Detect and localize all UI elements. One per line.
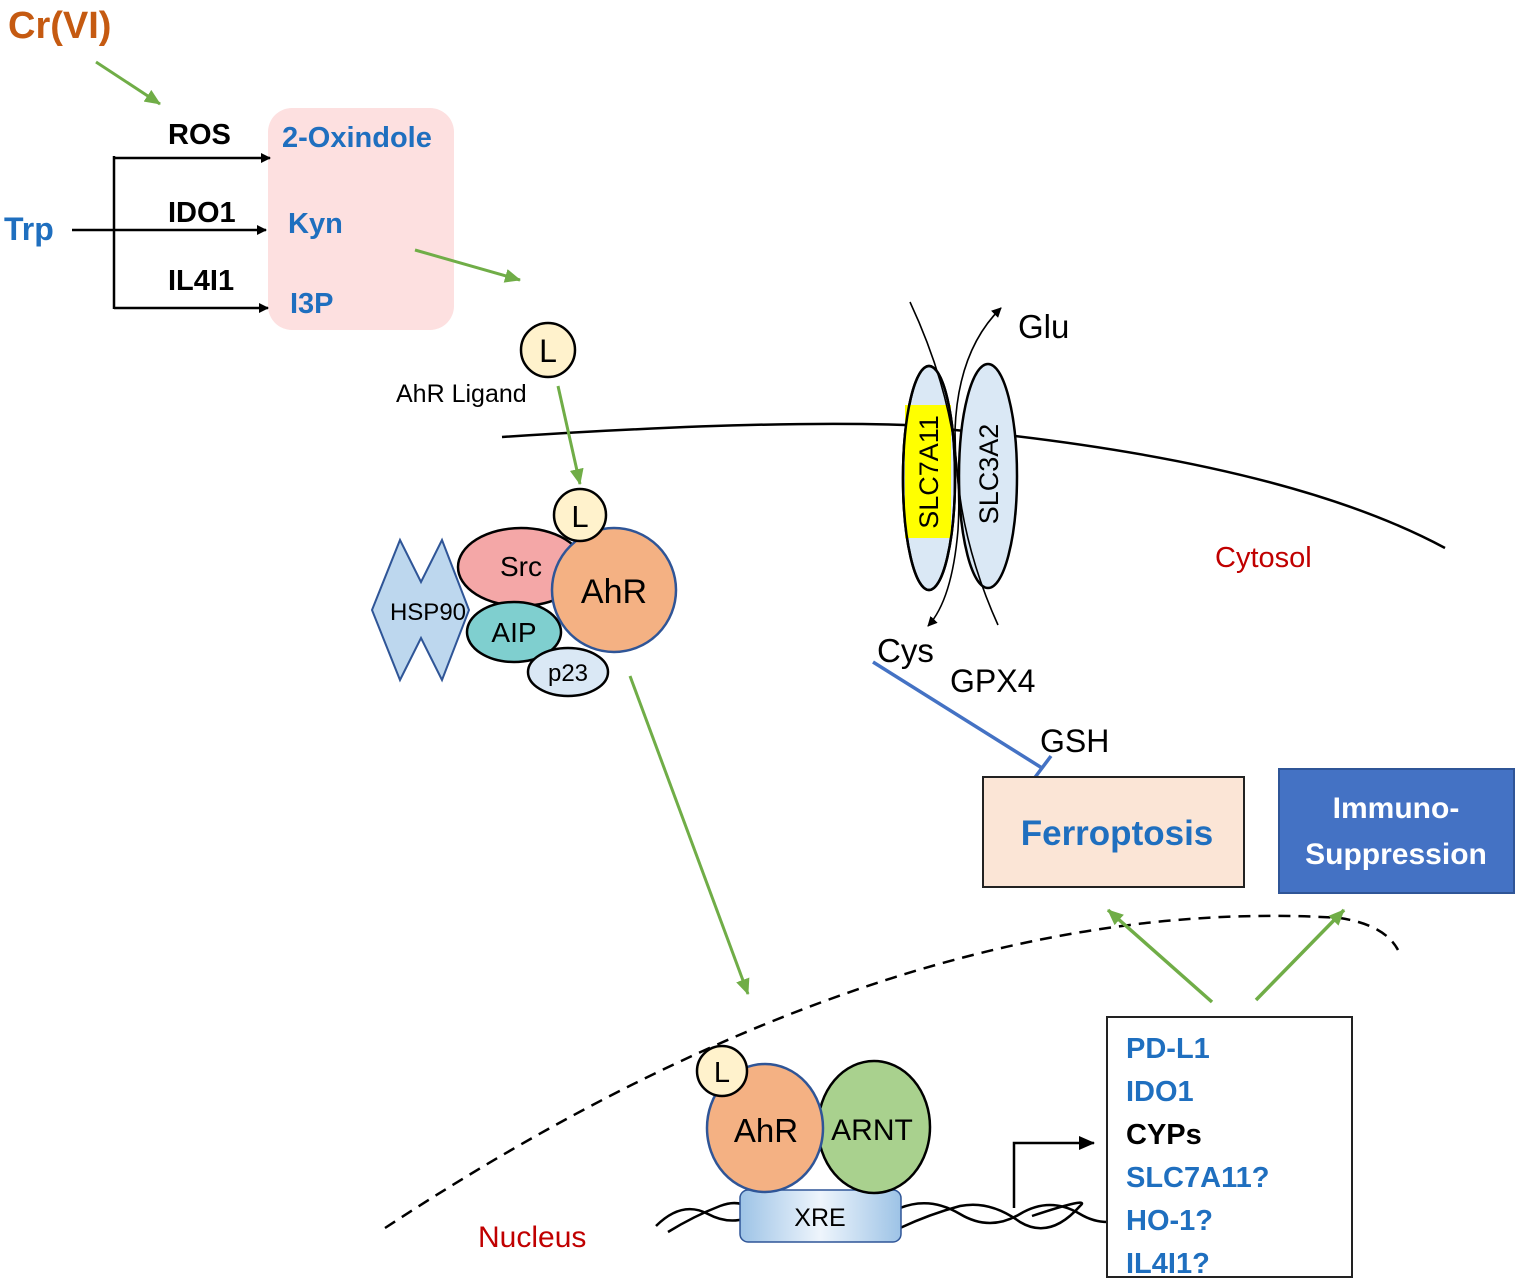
- product-i3p: I3P: [290, 288, 334, 320]
- metabolite-to-ligand-arrow: [414, 248, 521, 283]
- immuno-label-line1: Immuno-: [1333, 792, 1460, 825]
- ahr-ligand-caption: AhR Ligand: [396, 380, 527, 408]
- target-gene-item: HO-1?: [1126, 1205, 1213, 1237]
- p23-label: p23: [548, 660, 588, 687]
- ligand-circle-extracellular: [519, 321, 577, 379]
- hsp90-shape: [370, 537, 471, 683]
- cytosol-label: Cytosol: [1215, 542, 1312, 574]
- gsh-label: GSH: [1040, 723, 1109, 759]
- ferroptosis-box: [982, 776, 1245, 888]
- cr-vi-arrow: [95, 60, 161, 106]
- target-gene-item: CYPs: [1126, 1119, 1202, 1151]
- target-gene-item: IDO1: [1126, 1076, 1194, 1108]
- nuclear-translocation-arrow: [628, 675, 750, 995]
- ahr-cytosolic-circle: [550, 526, 678, 654]
- target-gene-item: SLC7A11?: [1126, 1162, 1269, 1194]
- ahr-nuclear-ellipse: [705, 1062, 825, 1194]
- genes-to-immunosuppression-arrow: [1254, 908, 1346, 1002]
- arnt-label: ARNT: [831, 1114, 913, 1147]
- glu-label: Glu: [1018, 308, 1069, 345]
- immuno-label-line2: Suppression: [1305, 838, 1487, 871]
- immunosuppression-box: [1278, 768, 1515, 894]
- gpx4-label: GPX4: [950, 663, 1035, 699]
- hsp90-label: HSP90: [390, 599, 466, 626]
- dna-right: [899, 1201, 1123, 1230]
- ligand-symbol: L: [539, 333, 557, 369]
- cys-import-arrow: [909, 301, 960, 627]
- ligand-circle-bound: [552, 487, 608, 543]
- enzyme-ido1: IDO1: [168, 197, 236, 229]
- src-label: Src: [500, 551, 542, 582]
- nucleus-label: Nucleus: [478, 1221, 586, 1254]
- enzyme-ros: ROS: [168, 119, 231, 151]
- target-gene-item: PD-L1: [1126, 1033, 1210, 1065]
- xre-box: [739, 1189, 902, 1243]
- genes-to-ferroptosis-arrow: [1106, 908, 1214, 1004]
- target-genes-box: [1106, 1016, 1353, 1278]
- ligand-nuclear-symbol: L: [714, 1057, 730, 1089]
- cr-vi-label: Cr(VI): [8, 5, 111, 47]
- xre-label: XRE: [794, 1204, 845, 1232]
- transcription-start-arrow: [1012, 1136, 1095, 1208]
- enzyme-il4i1: IL4I1: [168, 265, 234, 297]
- nuclear-envelope: [384, 914, 1400, 1230]
- ligand-entry-arrow: [556, 385, 584, 485]
- metabolite-box: [268, 108, 454, 330]
- ferroptosis-label: Ferroptosis: [1021, 814, 1214, 853]
- cys-label: Cys: [877, 632, 934, 669]
- inhibition-line: [872, 660, 1043, 770]
- ahr-nuclear-label: AhR: [734, 1112, 798, 1149]
- glu-export-arrow: [954, 307, 1002, 626]
- slc7a11-highlight: [905, 405, 951, 538]
- aip-ellipse: [465, 600, 563, 664]
- ligand-circle-nuclear: [695, 1044, 749, 1098]
- product-kyn: Kyn: [288, 208, 343, 240]
- target-gene-item: IL4I1?: [1126, 1248, 1210, 1280]
- p23-ellipse: [526, 646, 610, 698]
- product-2-oxindole: 2-Oxindole: [282, 122, 432, 154]
- slc3a2-ellipse: [957, 362, 1019, 590]
- aip-label: AIP: [491, 617, 536, 648]
- slc3a2-label: SLC3A2: [974, 424, 1004, 525]
- trp-label: Trp: [4, 211, 54, 247]
- slc7a11-label: SLC7A11: [914, 415, 944, 529]
- ligand-bound-symbol: L: [571, 499, 588, 534]
- ahr-cytosolic-label: AhR: [581, 573, 647, 611]
